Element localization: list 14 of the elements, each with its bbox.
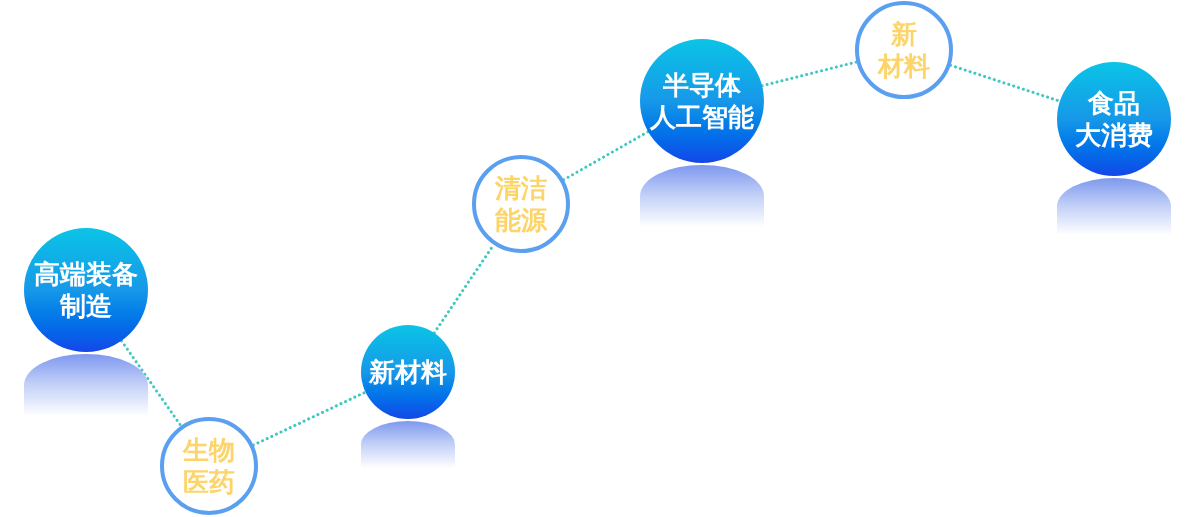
dotted-connector — [251, 390, 367, 447]
node-label: 清洁能源 — [495, 172, 547, 236]
node-label: 新材料 — [369, 356, 447, 388]
dotted-connector — [562, 130, 650, 182]
node-label: 食品大消费 — [1075, 87, 1153, 151]
node-label: 生物医药 — [183, 434, 235, 498]
sphere-with-reflection — [361, 325, 455, 468]
sphere-with-reflection — [24, 228, 148, 416]
dotted-connector — [120, 339, 183, 428]
node-label: 半导体人工智能 — [650, 69, 754, 133]
node-label: 新材料 — [878, 18, 930, 82]
node-label: 高端装备制造 — [34, 258, 138, 322]
sphere-with-reflection — [1057, 62, 1171, 235]
sphere-with-reflection — [640, 39, 764, 227]
